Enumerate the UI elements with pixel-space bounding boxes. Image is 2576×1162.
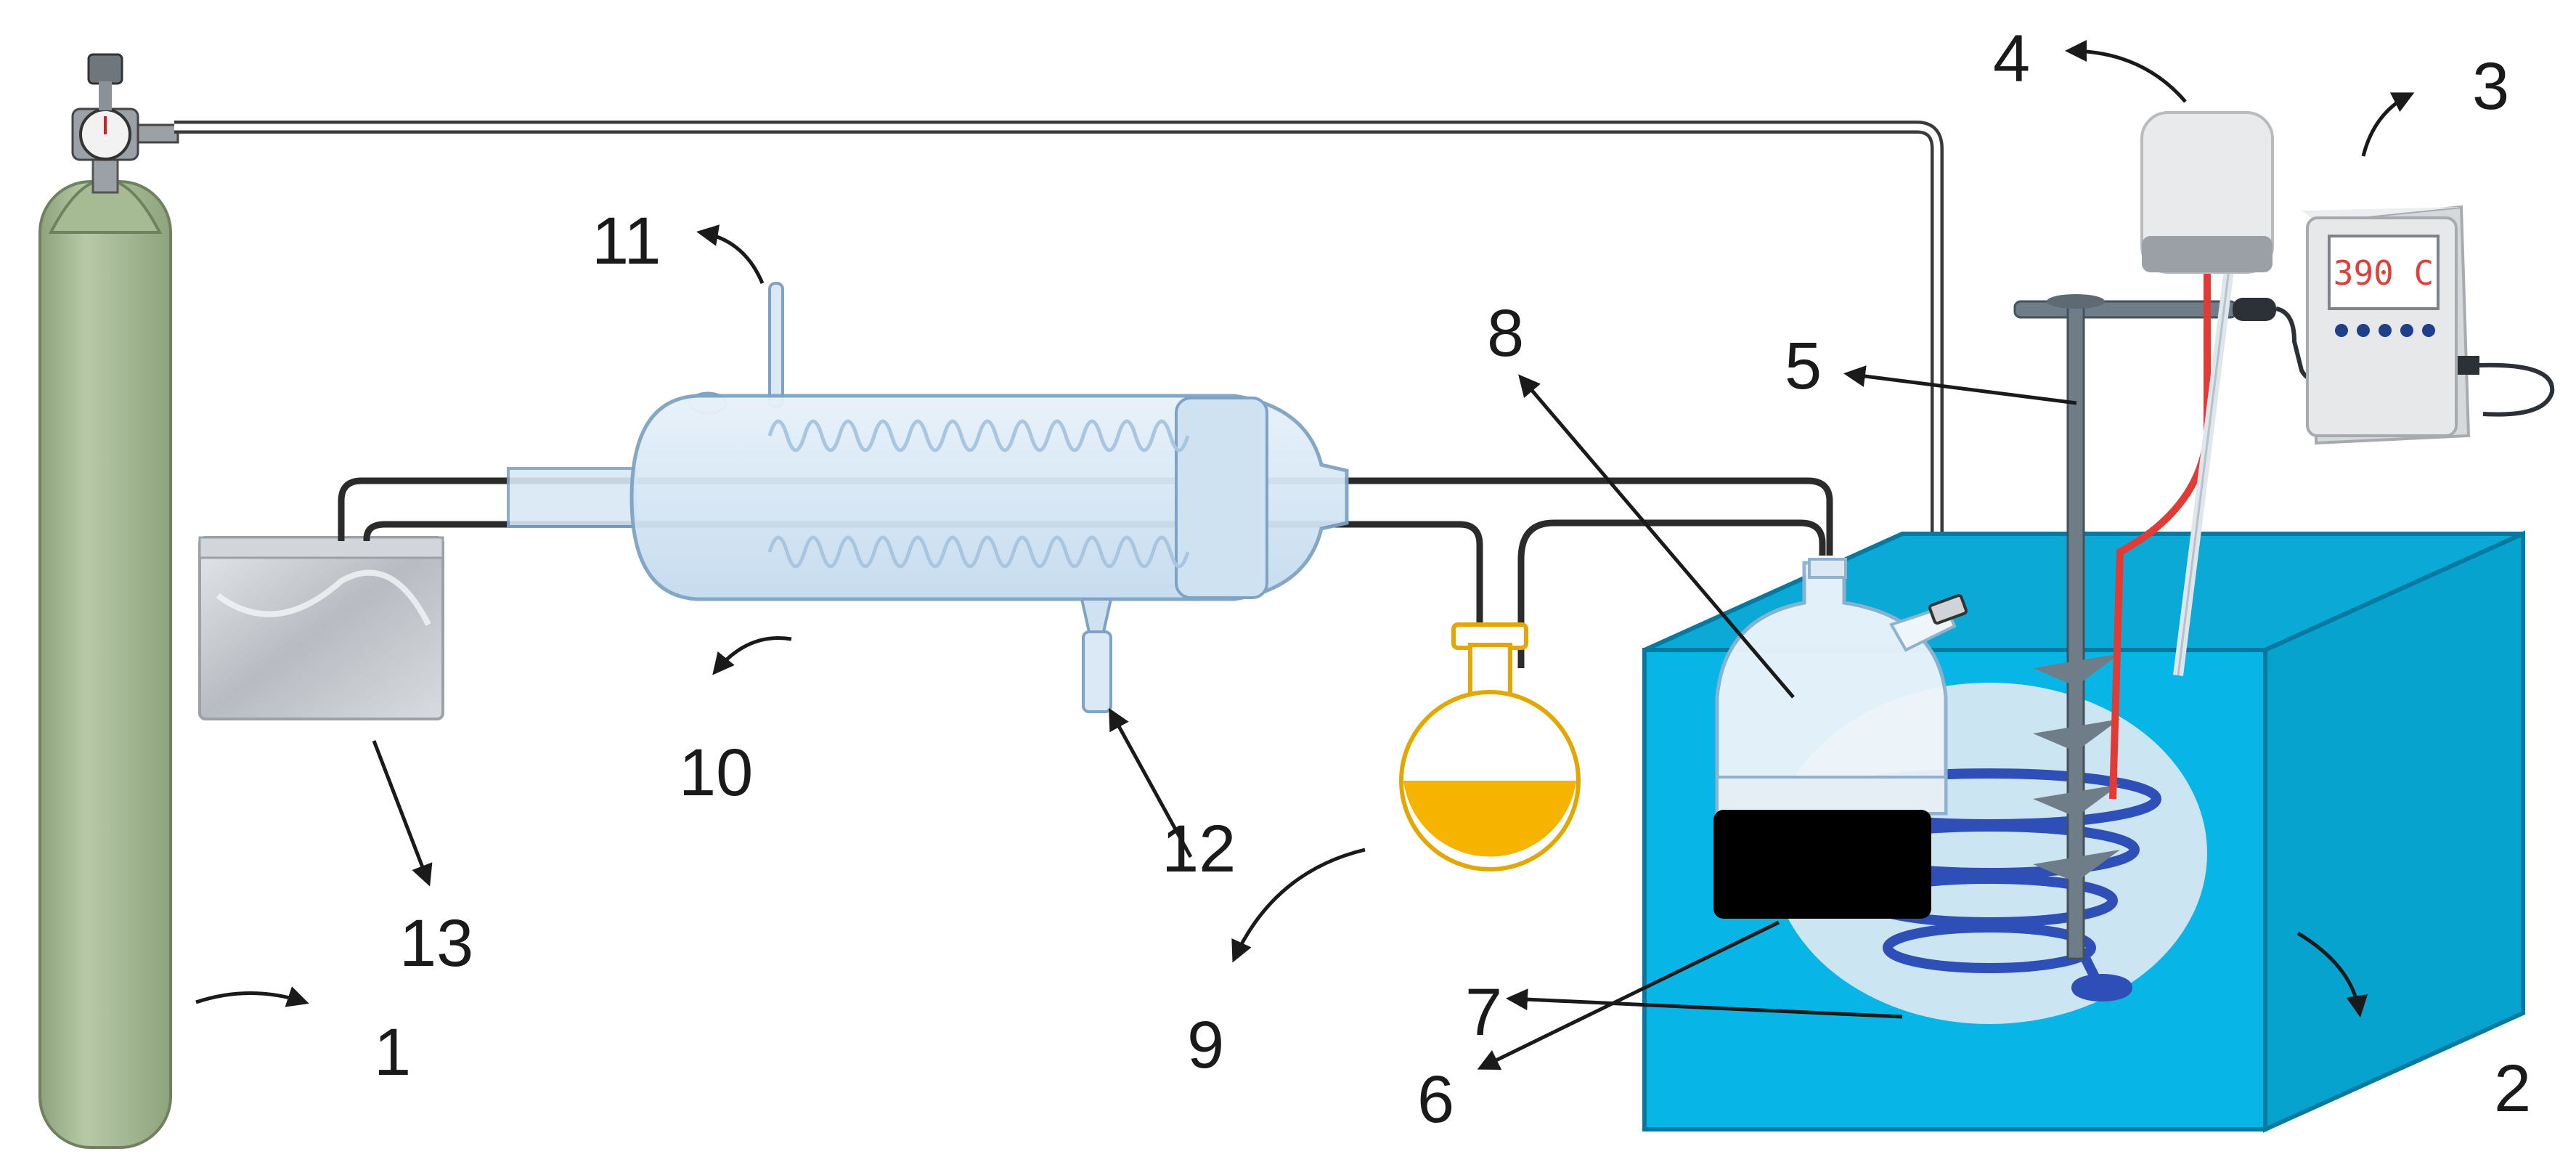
label-13: 13: [399, 906, 473, 980]
label-8: 8: [1487, 296, 1524, 370]
callout-arrows: [195, 40, 2415, 1070]
collection-flask: [1399, 622, 1581, 871]
label-6: 6: [1417, 1063, 1454, 1137]
number-labels: 1 2 3 4 5 6 7 8 9 10 11 12 13: [374, 22, 2531, 1137]
condenser: [507, 282, 1349, 713]
temperature-controller: [2302, 205, 2555, 445]
water-bath: [1642, 530, 2525, 1133]
label-9: 9: [1187, 1008, 1224, 1082]
label-4: 4: [1993, 22, 2030, 96]
gas-line: [174, 121, 1944, 603]
label-1: 1: [374, 1015, 411, 1089]
label-12: 12: [1162, 812, 1236, 886]
reactor-vessel: [1715, 558, 1968, 816]
gas-cylinder: [38, 147, 172, 1149]
gas-collection-bag: [198, 536, 444, 720]
label-5: 5: [1785, 329, 1822, 403]
pressure-regulator: [71, 53, 179, 161]
label-10: 10: [679, 736, 753, 810]
sensor-module: [2140, 111, 2274, 274]
controller-display: 390 C: [2334, 253, 2434, 293]
label-7: 7: [1465, 975, 1502, 1049]
redacted-block: [1713, 810, 1931, 919]
label-3: 3: [2472, 49, 2509, 123]
stirrer: [2013, 294, 2276, 960]
label-2: 2: [2494, 1052, 2531, 1126]
label-11: 11: [592, 204, 661, 278]
